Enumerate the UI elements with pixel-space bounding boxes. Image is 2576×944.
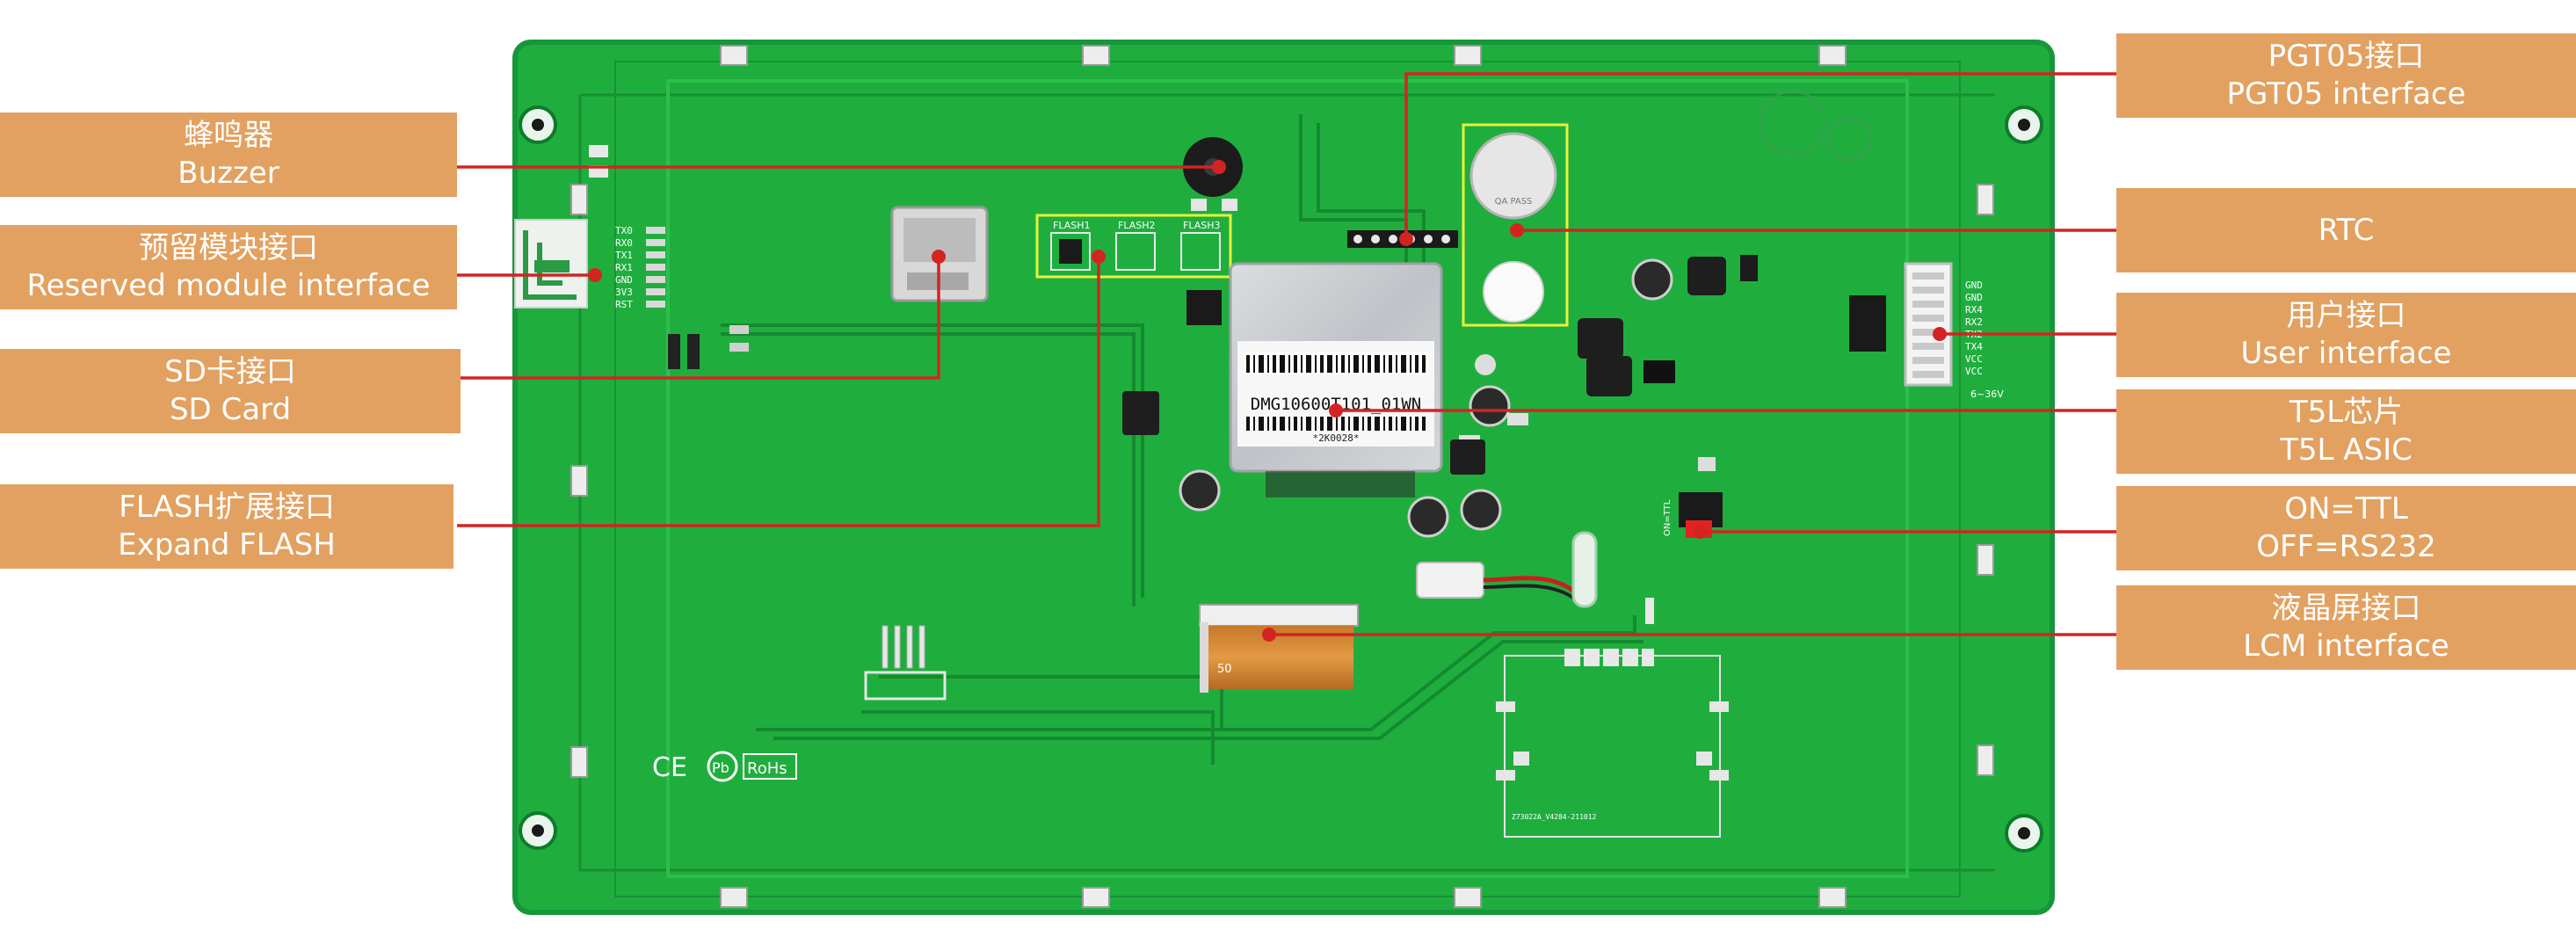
callout-ttl-zh: ON=TTL	[2284, 491, 2408, 526]
rohs-frame	[743, 753, 797, 780]
svg-text:QA PASS: QA PASS	[1495, 197, 1533, 207]
callout-pgt05-en: PGT05 interface	[2226, 76, 2466, 112]
callout-sdcard: SD卡接口 SD Card	[0, 349, 461, 433]
flash-labels: FLASH1 FLASH2 FLASH3	[1053, 220, 1221, 231]
rtc-battery: QA PASS	[1469, 132, 1557, 323]
callout-ttl: ON=TTL OFF=RS232	[2116, 486, 2576, 570]
callout-lcm-en: LCM interface	[2243, 628, 2449, 664]
uart-pin-rst: RST	[615, 299, 633, 310]
certification-marks: CE Pb RoHs	[652, 751, 797, 783]
leader-pgt05	[1404, 72, 2116, 239]
callout-lcm-zh: 液晶屏接口	[2271, 591, 2421, 626]
edge-clips	[570, 45, 1994, 908]
flash-highlight-box	[1035, 214, 1232, 279]
dot-user	[1933, 327, 1947, 341]
callout-pgt05: PGT05接口 PGT05 interface	[2116, 33, 2576, 118]
callout-buzzer-en: Buzzer	[178, 156, 279, 191]
svg-text:ON=TTL: ON=TTL	[1663, 499, 1673, 536]
callout-flash: FLASH扩展接口 Expand FLASH	[0, 484, 454, 569]
callout-buzzer: 蜂鸣器 Buzzer	[0, 113, 457, 197]
user-pin-6: VCC	[1965, 353, 1983, 365]
flash-label-3: FLASH3	[1183, 220, 1221, 231]
flash-label-1: FLASH1	[1053, 220, 1091, 231]
dot-lcm	[1262, 628, 1276, 642]
svg-text:Z73022A_V4284-211012: Z73022A_V4284-211012	[1512, 813, 1597, 821]
callout-reserved: 预留模块接口 Reserved module interface	[0, 225, 457, 309]
leader-sdcard	[457, 257, 940, 380]
lower-components	[1122, 290, 1598, 608]
svg-text:50: 50	[1217, 663, 1232, 676]
callout-lcm: 液晶屏接口 LCM interface	[2116, 585, 2576, 670]
callout-user-zh: 用户接口	[2286, 298, 2406, 333]
callout-flash-en: Expand FLASH	[118, 527, 336, 563]
uart-pin-tx0: TX0	[615, 225, 633, 236]
callout-sdcard-zh: SD卡接口	[164, 354, 296, 389]
callout-buzzer-zh: 蜂鸣器	[184, 118, 273, 153]
callout-user-en: User interface	[2240, 336, 2452, 371]
uart-pin-tx1: TX1	[615, 250, 633, 261]
dot-sdcard	[932, 250, 946, 264]
lcm-fpc-connector: 50	[1199, 604, 1359, 693]
callout-reserved-zh: 预留模块接口	[139, 230, 318, 265]
user-pin-3: RX2	[1965, 316, 1983, 328]
rohs-mark: RoHs	[747, 759, 787, 778]
user-connector	[1849, 262, 1953, 387]
callout-user: 用户接口 User interface	[2116, 293, 2576, 377]
callout-t5l-zh: T5L芯片	[2289, 395, 2404, 430]
callout-rtc-en: RTC	[2318, 212, 2375, 248]
callout-flash-zh: FLASH扩展接口	[119, 490, 335, 525]
dot-reserved	[588, 268, 602, 282]
uart-pin-gnd: GND	[615, 274, 633, 286]
dot-pgt05	[1399, 232, 1413, 246]
sd-card-socket	[890, 206, 989, 302]
ce-mark: CE	[652, 752, 687, 783]
uart-pin-rx0: RX0	[615, 237, 633, 249]
callout-pgt05-zh: PGT05接口	[2268, 39, 2425, 74]
flash-label-2: FLASH2	[1118, 220, 1156, 231]
user-pin-7: VCC	[1965, 366, 1983, 377]
power-components	[1459, 255, 1758, 447]
dot-ttl	[1693, 525, 1707, 539]
dot-flash	[1092, 250, 1106, 264]
callout-t5l: T5L芯片 T5L ASIC	[2116, 389, 2576, 474]
user-pin-2: RX4	[1965, 304, 1983, 316]
pb-free-icon	[707, 751, 738, 782]
uart-pin-3v3: 3V3	[615, 287, 633, 298]
user-pin-5: TX4	[1965, 341, 1983, 352]
svg-text:6~36V: 6~36V	[1970, 388, 2004, 400]
user-pin-1: GND	[1965, 292, 1983, 303]
mounting-holes	[519, 105, 2043, 853]
rtc-highlight-box	[1462, 123, 1569, 327]
barcodes	[1246, 355, 1426, 431]
callout-sdcard-en: SD Card	[169, 392, 292, 427]
uart-pin-rx1: RX1	[615, 262, 633, 273]
dot-buzzer	[1212, 160, 1226, 174]
dot-t5l	[1329, 403, 1343, 418]
callout-ttl-en: OFF=RS232	[2256, 529, 2436, 564]
leader-flash	[457, 257, 1100, 527]
touch-footprint	[1504, 655, 1721, 838]
user-pin-0: GND	[1965, 280, 1983, 291]
small-connector	[864, 625, 947, 701]
callout-rtc: RTC	[2116, 188, 2576, 272]
callout-reserved-en: Reserved module interface	[26, 268, 431, 303]
pb-mark: Pb	[712, 759, 729, 776]
dot-rtc	[1510, 223, 1524, 237]
callout-t5l-en: T5L ASIC	[2280, 432, 2413, 468]
svg-text:*2K0028*: *2K0028*	[1313, 432, 1360, 444]
